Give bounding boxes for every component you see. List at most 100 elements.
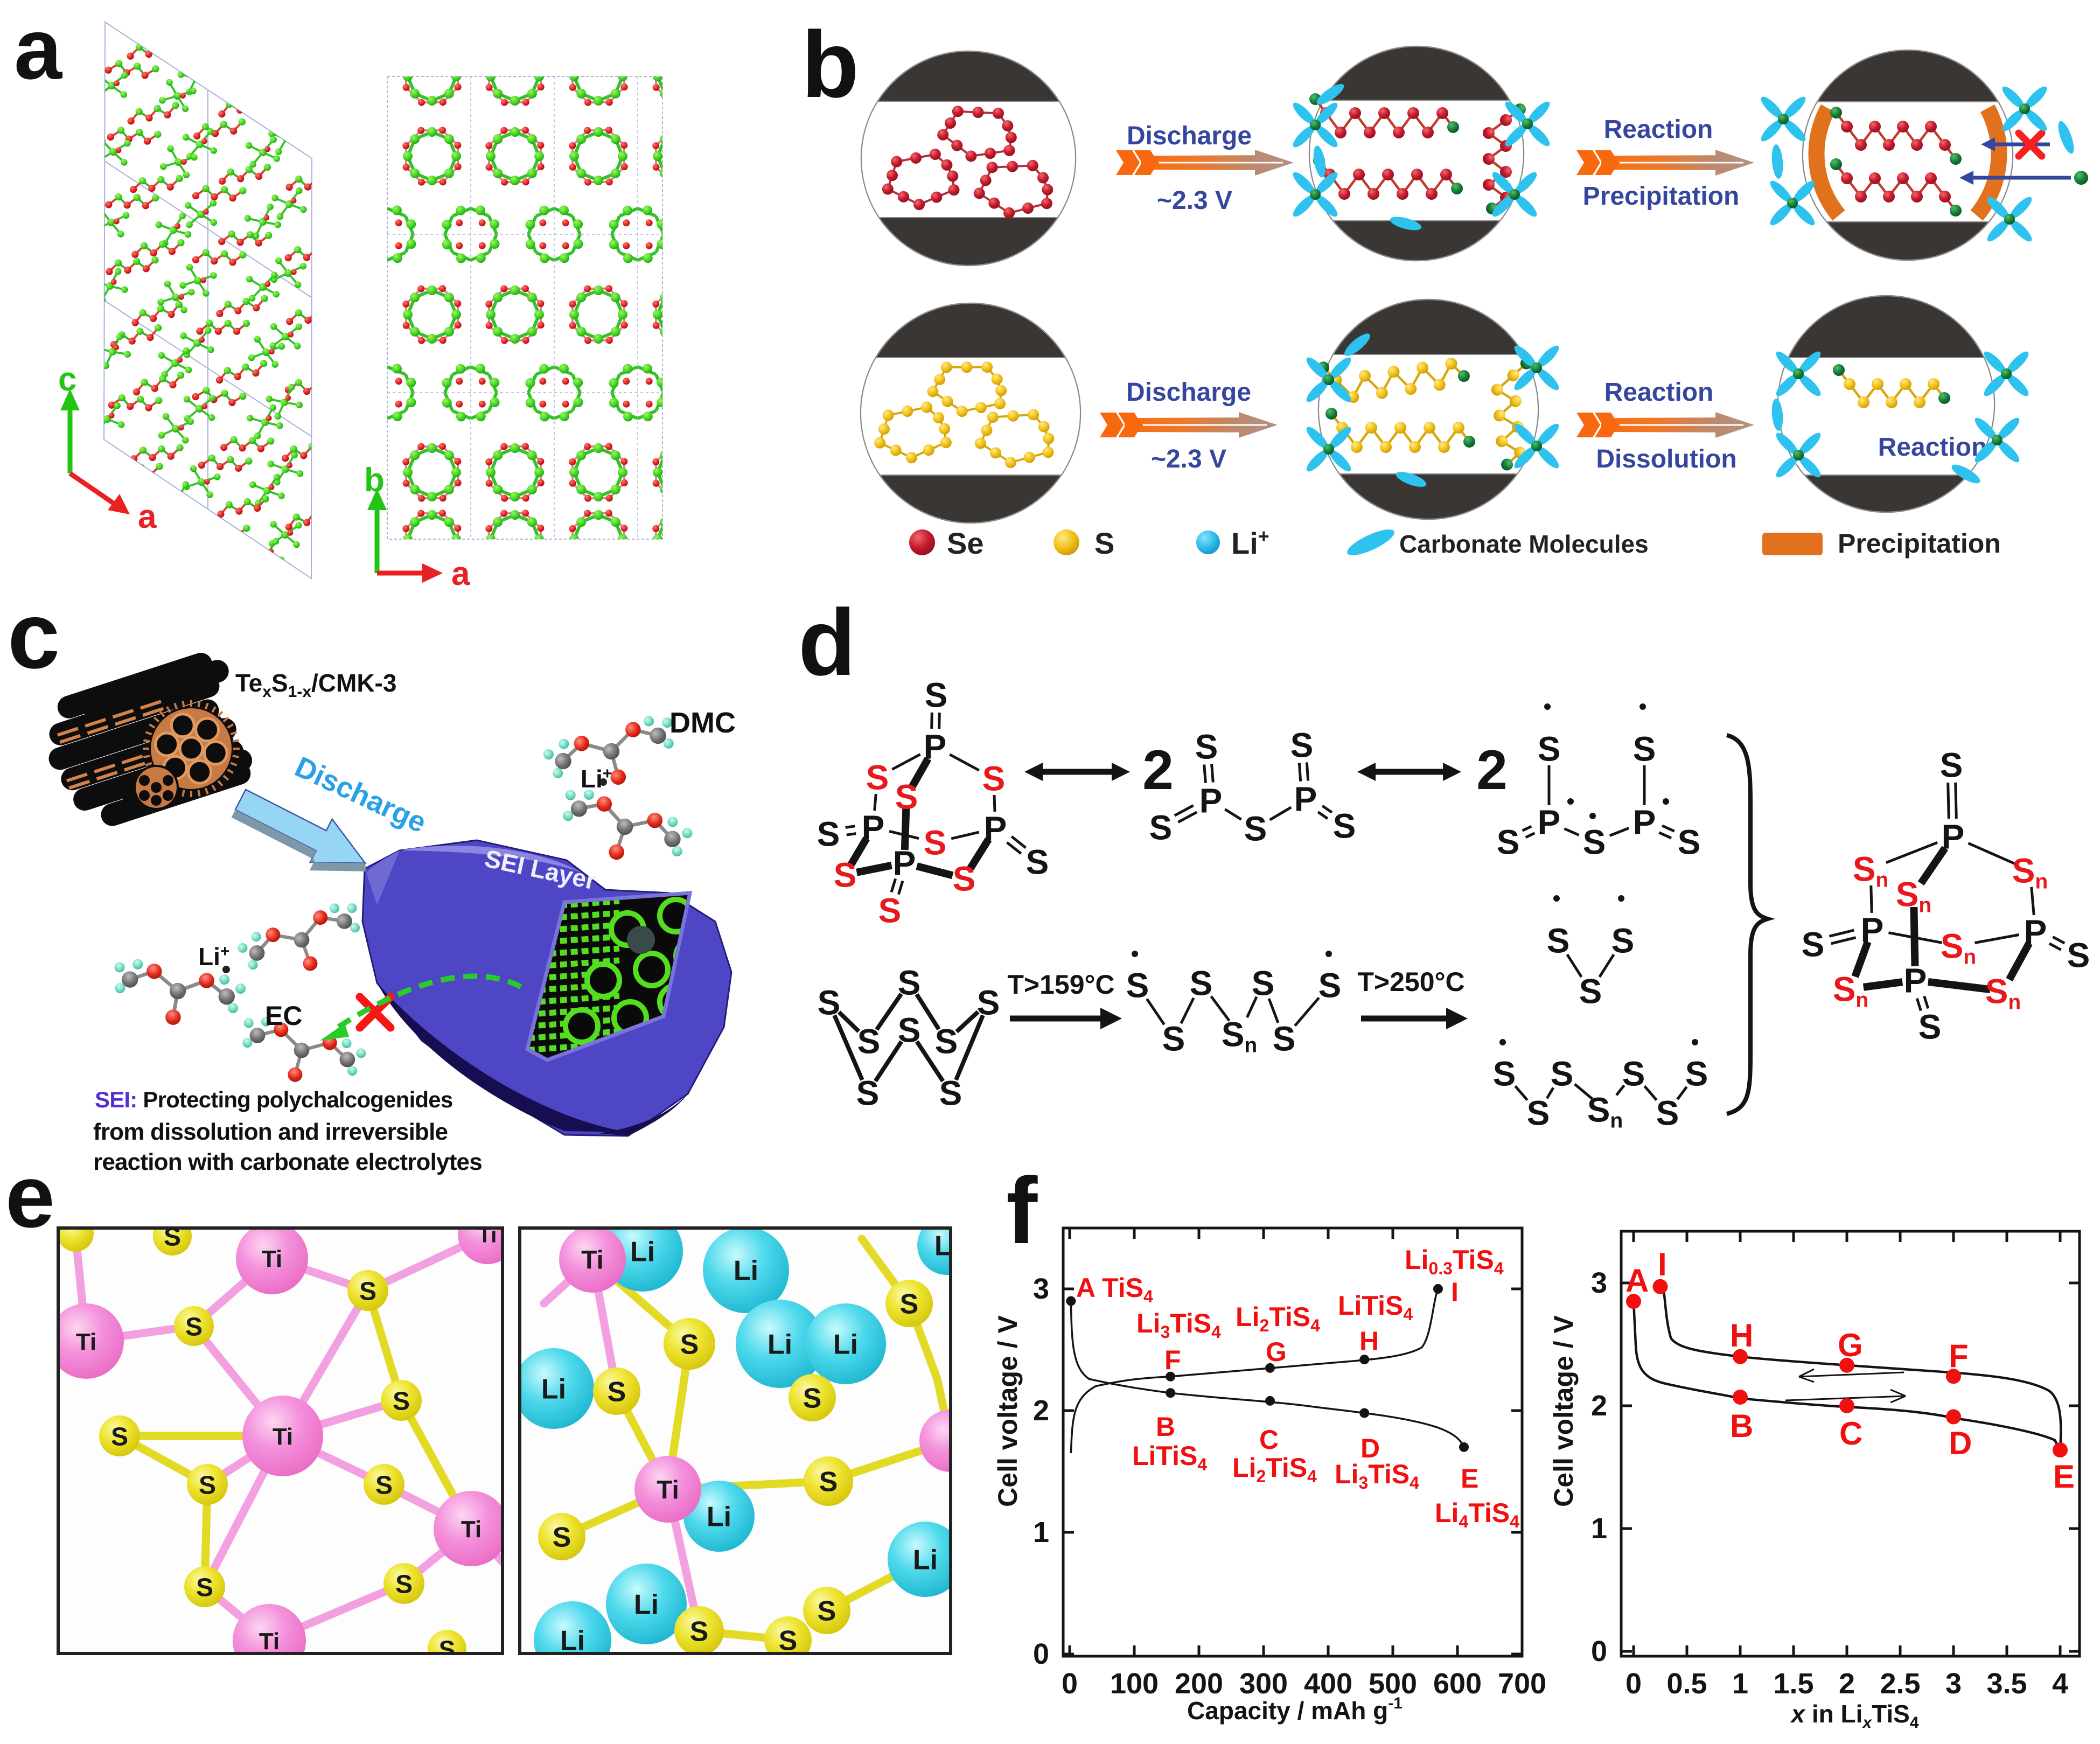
svg-text:P: P — [862, 808, 885, 847]
svg-text:P: P — [1904, 961, 1927, 1000]
svg-text:S: S — [1244, 810, 1267, 848]
svg-text:S: S — [1538, 730, 1561, 769]
svg-text:f: f — [1006, 1159, 1038, 1264]
svg-text:0: 0 — [1033, 1638, 1049, 1670]
svg-text:Se: Se — [947, 526, 984, 560]
svg-text:S: S — [900, 1289, 919, 1320]
svg-text:b: b — [801, 12, 859, 117]
svg-text:Ti: Ti — [259, 1628, 280, 1655]
svg-text:P: P — [2024, 913, 2047, 952]
svg-text:G: G — [1266, 1337, 1287, 1367]
svg-text:S: S — [856, 1074, 880, 1113]
svg-text:Li2TiS4: Li2TiS4 — [1232, 1453, 1317, 1486]
svg-text:S: S — [2067, 936, 2090, 975]
svg-text:~2.3 V: ~2.3 V — [1157, 186, 1232, 215]
svg-text:S: S — [1273, 1020, 1296, 1058]
svg-text:Li4TiS4: Li4TiS4 — [1435, 1498, 1519, 1531]
svg-text:S: S — [977, 983, 1000, 1022]
svg-text:P: P — [1294, 780, 1317, 819]
svg-text:S: S — [690, 1616, 709, 1648]
svg-text:from dissolution and irreversi: from dissolution and irreversible — [93, 1119, 448, 1145]
svg-text:B: B — [1730, 1408, 1753, 1444]
svg-text:Li: Li — [630, 1237, 655, 1268]
svg-text:G: G — [1838, 1327, 1863, 1363]
svg-text:S: S — [680, 1329, 699, 1361]
svg-text:Dissolution: Dissolution — [1596, 445, 1736, 473]
svg-text:2: 2 — [1476, 739, 1508, 801]
svg-text:Cell voltage / V: Cell voltage / V — [993, 1315, 1023, 1507]
svg-text:1: 1 — [1033, 1516, 1049, 1548]
svg-text:3: 3 — [1033, 1273, 1049, 1305]
svg-text:EC: EC — [265, 1001, 302, 1031]
svg-text:S: S — [935, 1022, 958, 1061]
svg-text:S: S — [1094, 526, 1114, 560]
svg-text:S: S — [818, 983, 841, 1022]
svg-text:a: a — [138, 498, 157, 535]
svg-text:Reaction: Reaction — [1878, 433, 1987, 462]
svg-text:B: B — [1156, 1412, 1175, 1442]
svg-text:Ti: Ti — [461, 1516, 482, 1543]
svg-text:S: S — [1149, 808, 1173, 847]
svg-text:Li: Li — [734, 1255, 758, 1287]
svg-text:Ti: Ti — [273, 1424, 293, 1450]
svg-text:C: C — [1839, 1415, 1862, 1452]
svg-text:Discharge: Discharge — [1126, 378, 1251, 407]
svg-text:S: S — [185, 1313, 203, 1341]
svg-text:0: 0 — [1625, 1668, 1642, 1700]
svg-text:Capacity / mAh g-1: Capacity / mAh g-1 — [1187, 1694, 1403, 1725]
svg-text:S: S — [1497, 823, 1520, 862]
svg-text:P: P — [1633, 803, 1656, 842]
svg-text:Li: Li — [768, 1329, 792, 1361]
svg-text:S: S — [1583, 823, 1606, 862]
svg-text:S: S — [803, 1383, 822, 1414]
svg-text:P: P — [1942, 818, 1965, 856]
svg-text:0: 0 — [1591, 1635, 1607, 1668]
svg-text:b: b — [364, 462, 385, 499]
svg-text:D: D — [1949, 1425, 1972, 1461]
svg-text:S: S — [1493, 1055, 1516, 1093]
svg-text:C: C — [1259, 1425, 1279, 1455]
svg-text:S: S — [1685, 1055, 1708, 1093]
svg-text:P: P — [924, 728, 947, 766]
svg-text:P: P — [1861, 911, 1884, 950]
svg-text:x in LixTiS4: x in LixTiS4 — [1789, 1700, 1918, 1732]
svg-text:S: S — [1527, 1094, 1550, 1133]
svg-text:S: S — [359, 1277, 376, 1306]
svg-text:SEI: Protecting polychalcogen: SEI: Protecting polychalcogenides — [95, 1087, 452, 1112]
svg-text:E: E — [1461, 1463, 1478, 1494]
svg-text:S: S — [1551, 1055, 1574, 1093]
svg-text:Li: Li — [833, 1329, 858, 1361]
svg-text:LiTiS4: LiTiS4 — [1132, 1441, 1207, 1474]
svg-text:S: S — [953, 860, 976, 898]
svg-text:d: d — [798, 590, 856, 695]
svg-text:S: S — [1579, 972, 1602, 1011]
svg-text:S: S — [1318, 966, 1342, 1005]
svg-text:reaction with carbonate electr: reaction with carbonate electrolytes — [93, 1149, 482, 1175]
svg-text:700: 700 — [1498, 1668, 1546, 1700]
svg-text:I: I — [1658, 1246, 1667, 1282]
svg-text:S: S — [553, 1522, 571, 1553]
svg-text:S: S — [898, 964, 921, 1002]
svg-text:1.5: 1.5 — [1773, 1668, 1813, 1700]
svg-text:Ti: Ti — [581, 1246, 604, 1274]
svg-text:A TiS4: A TiS4 — [1076, 1273, 1153, 1306]
svg-text:3.5: 3.5 — [1986, 1668, 2027, 1700]
svg-text:S: S — [1633, 730, 1656, 769]
svg-text:S: S — [1126, 966, 1149, 1005]
svg-text:S: S — [939, 1074, 962, 1113]
svg-text:S: S — [818, 1596, 836, 1627]
svg-text:DMC: DMC — [669, 707, 736, 739]
svg-text:Ti: Ti — [657, 1476, 679, 1504]
svg-text:Reaction: Reaction — [1604, 378, 1714, 407]
svg-text:0: 0 — [1062, 1668, 1078, 1700]
svg-text:S: S — [1656, 1094, 1679, 1133]
svg-text:S: S — [895, 778, 918, 817]
svg-text:0.5: 0.5 — [1666, 1668, 1707, 1700]
svg-text:2: 2 — [1033, 1394, 1049, 1427]
svg-text:Reaction: Reaction — [1604, 115, 1713, 144]
svg-text:S: S — [925, 676, 948, 715]
svg-text:S: S — [608, 1377, 626, 1408]
svg-text:S: S — [1026, 843, 1049, 882]
svg-text:1: 1 — [1591, 1512, 1607, 1545]
svg-text:~2.3 V: ~2.3 V — [1151, 445, 1226, 473]
